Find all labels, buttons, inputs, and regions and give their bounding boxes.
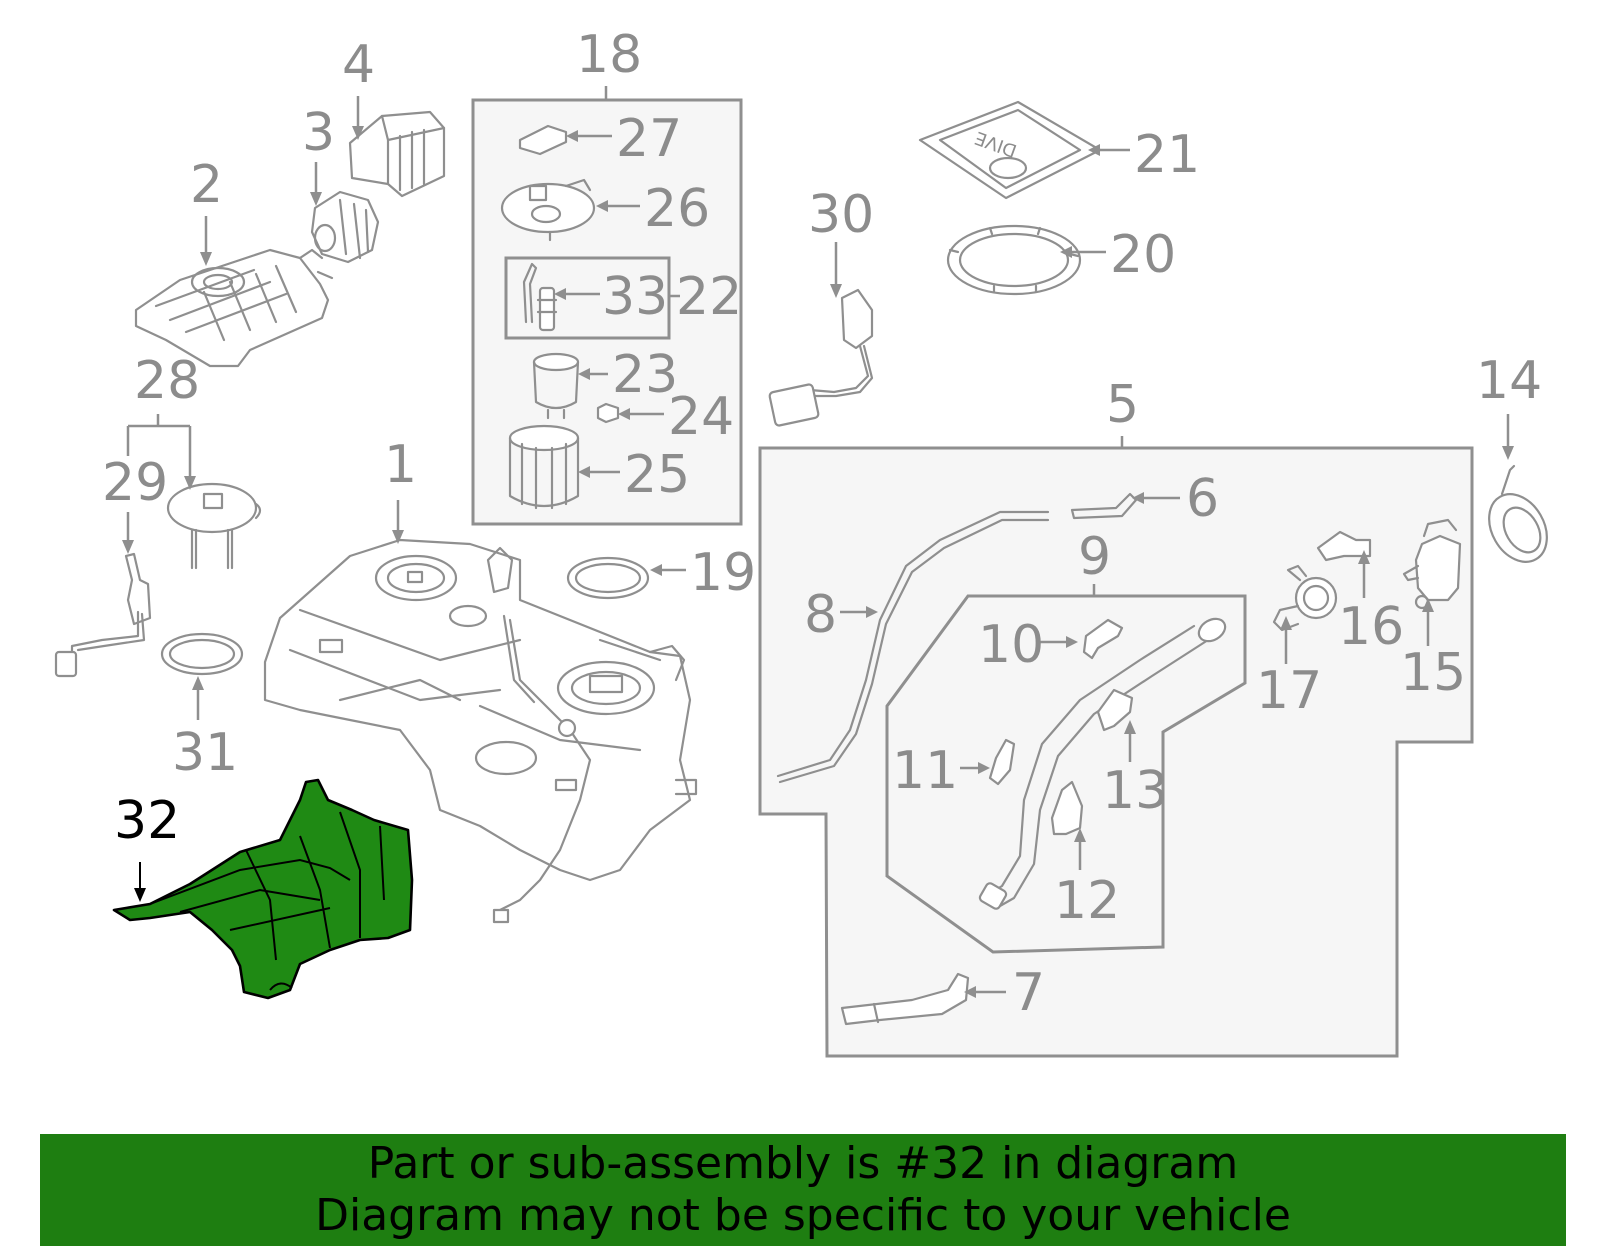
- callout-11: 11: [892, 741, 958, 801]
- part-27-gasket: [518, 124, 568, 156]
- callout-8: 8: [804, 585, 837, 645]
- part-21-cover: DIVE: [918, 100, 1102, 200]
- banner-line-part: Part or sub-assembly is #32 in diagram: [367, 1138, 1239, 1189]
- callout-labels: 1 2 3 4 5 6 7 8 9 10 11 12 13 14 15 16 1…: [102, 25, 1542, 1023]
- callout-4: 4: [342, 35, 375, 95]
- part-29-sensor: [54, 552, 152, 678]
- part-8-vent-line: [776, 510, 1050, 784]
- callout-7: 7: [1012, 963, 1045, 1023]
- part-20-ring: [946, 224, 1082, 296]
- callout-6: 6: [1186, 469, 1219, 529]
- part-24-connector: [596, 402, 620, 424]
- callout-14: 14: [1476, 351, 1542, 411]
- part-12-bracket: [1050, 780, 1084, 836]
- part-26-pump-flange: [500, 178, 596, 242]
- callout-5: 5: [1106, 375, 1139, 435]
- callout-25: 25: [624, 445, 690, 505]
- group-box-22: [504, 256, 671, 340]
- callout-16: 16: [1338, 597, 1404, 657]
- part-3-valve: [310, 190, 380, 264]
- part-14-fuel-cap: [1488, 464, 1548, 563]
- callout-24: 24: [668, 387, 734, 447]
- callout-17: 17: [1256, 661, 1322, 721]
- callout-22: 22: [676, 267, 742, 327]
- callout-12: 12: [1054, 871, 1120, 931]
- part-23-pump: [532, 352, 580, 420]
- leader-lines: [122, 86, 1514, 998]
- callout-20: 20: [1110, 225, 1176, 285]
- part-2-canister: [134, 248, 334, 368]
- banner-line-disclaimer: Diagram may not be specific to your vehi…: [315, 1190, 1291, 1241]
- callout-19: 19: [690, 543, 756, 603]
- part-7-hose: [840, 972, 970, 1026]
- callout-9: 9: [1078, 527, 1111, 587]
- part-25-reservoir: [508, 424, 580, 510]
- part-19-seal: [566, 556, 650, 600]
- part-10-clip: [1082, 618, 1124, 660]
- callout-23: 23: [612, 345, 678, 405]
- part-11-clip: [988, 738, 1016, 786]
- callout-2: 2: [190, 155, 223, 215]
- callout-1: 1: [384, 435, 417, 495]
- callout-27: 27: [616, 109, 682, 169]
- callout-21: 21: [1134, 125, 1200, 185]
- part-16-fitting: [1316, 530, 1372, 562]
- callout-26: 26: [644, 179, 710, 239]
- callout-33: 33: [602, 267, 668, 327]
- part-1-fuel-tank: [263, 538, 698, 924]
- callout-28: 28: [134, 351, 200, 411]
- callout-18: 18: [576, 25, 642, 85]
- part-13-clip: [1096, 688, 1134, 732]
- callout-32: 32: [114, 791, 180, 851]
- part-4-bracket: [348, 110, 446, 198]
- callout-10: 10: [978, 615, 1044, 675]
- part-31-seal: [160, 632, 244, 676]
- part-15-valve: [1402, 518, 1462, 610]
- callout-15: 15: [1400, 643, 1466, 703]
- part-30-harness: [768, 288, 874, 427]
- callout-3: 3: [302, 103, 335, 163]
- group-box-9: [885, 594, 1247, 954]
- part-28-sender: [166, 482, 262, 570]
- callout-29: 29: [102, 453, 168, 513]
- info-banner: Part or sub-assembly is #32 in diagram D…: [40, 1134, 1566, 1246]
- part-9-filler-neck: [978, 617, 1227, 910]
- part-33-filter: [522, 262, 558, 332]
- callout-30: 30: [808, 185, 874, 245]
- part-32-heat-shield: [112, 778, 414, 1000]
- callout-31: 31: [172, 723, 238, 783]
- callout-13: 13: [1102, 761, 1168, 821]
